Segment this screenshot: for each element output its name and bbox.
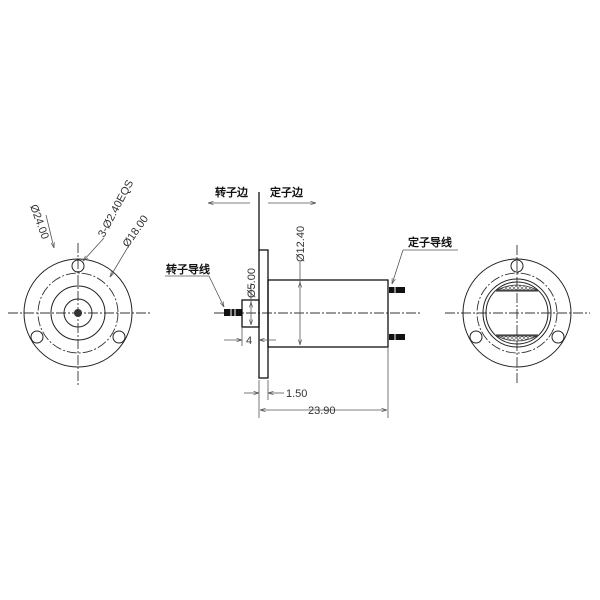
dim-hub-length: 4 [246, 335, 252, 347]
dim-flange-thickness: 1.50 [286, 388, 307, 400]
dim-pitch-circle: Ø18.00 [121, 213, 152, 249]
side-view [165, 192, 458, 418]
dim-body-diameter: Ø12.40 [295, 226, 307, 262]
rotor-wire-label: 转子导线 [166, 262, 210, 276]
dim-total-length: 23.90 [308, 405, 336, 417]
rotor-side-label: 转子边 [215, 185, 249, 199]
stator-wire-label: 定子导线 [408, 235, 452, 249]
dim-outer-diameter: Ø24.00 [27, 203, 51, 241]
stator-side-label: 定子边 [270, 185, 304, 199]
left-end-view [8, 214, 150, 385]
dim-hub-diameter: Ø5.00 [246, 268, 258, 298]
right-end-view [445, 245, 590, 383]
